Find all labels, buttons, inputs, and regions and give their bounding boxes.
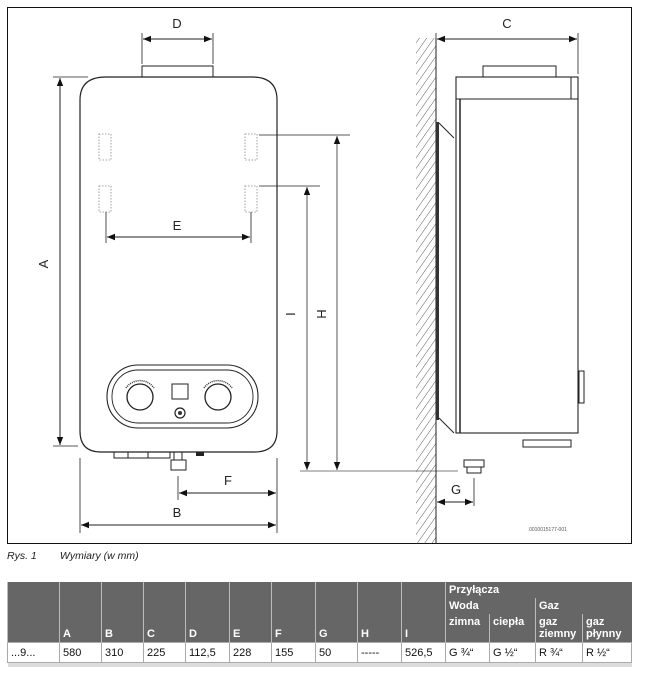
mount-slot: [98, 133, 112, 161]
cell-b: 310: [101, 642, 144, 663]
dimension-label-i: I: [283, 312, 298, 316]
drawing-code: 0010015177-001: [529, 527, 567, 533]
temperature-knob: [126, 383, 154, 411]
col-header-b: B: [101, 582, 144, 643]
technical-drawing: D A E H I F: [36, 16, 585, 544]
cell-model: ...9...: [7, 642, 60, 663]
cell-h: -----: [357, 642, 402, 663]
mount-slot: [244, 133, 258, 161]
dimension-label-f: F: [224, 473, 232, 488]
caption-text: Wymiary (w mm): [59, 550, 139, 562]
col-header-i: I: [401, 582, 446, 643]
cell-a: 580: [59, 642, 102, 663]
col-header-hot-water: ciepła: [489, 614, 536, 643]
heater-body-front: [79, 76, 278, 453]
mount-slot: [98, 185, 112, 213]
cell-d: 112,5: [185, 642, 230, 663]
bottom-fittings-side: [522, 439, 572, 448]
cell-c: 225: [143, 642, 186, 663]
table-row-partial: [7, 662, 632, 667]
dimension-label-h: H: [314, 309, 329, 318]
front-view: D A E H I F: [36, 16, 458, 533]
wall-hatching: [416, 38, 436, 544]
col-header-g: G: [315, 582, 358, 643]
cell-cold-water: G ¾“: [445, 642, 490, 663]
cell-natural-gas: R ¾“: [535, 642, 583, 663]
flue-outlet-side: [482, 65, 557, 78]
heater-body-side: [455, 76, 579, 434]
flow-knob: [204, 383, 232, 411]
display-window: [171, 383, 189, 400]
caption-number: Rys. 1: [7, 550, 37, 562]
cell-f: 155: [271, 642, 316, 663]
control-panel: [106, 364, 259, 429]
dimension-label-g: G: [451, 482, 461, 497]
dimension-label-c: C: [502, 16, 511, 31]
dimensions-table: A B C D E F G H I Przyłącza Woda Gaz zim…: [7, 582, 632, 667]
dimension-label-b: B: [173, 505, 182, 520]
col-header-model: [7, 582, 60, 643]
cell-e: 228: [229, 642, 272, 663]
side-view: C G 0010015177-001: [416, 16, 585, 544]
col-header-f: F: [271, 582, 316, 643]
group-header-connections: Przyłącza: [445, 582, 632, 598]
bottom-fittings-front: [113, 451, 204, 471]
col-header-lpg: gaz płynny: [582, 614, 632, 643]
col-header-c: C: [143, 582, 186, 643]
dimension-drawing: D A E H I F: [7, 7, 632, 544]
cell-lpg: R ½“: [582, 642, 632, 663]
mounting-bracket: [436, 122, 439, 420]
power-button: [174, 407, 186, 419]
figure-caption: Rys. 1 Wymiary (w mm): [7, 550, 139, 562]
col-header-d: D: [185, 582, 230, 643]
col-header-cold-water: zimna: [445, 614, 490, 643]
flue-outlet-front: [141, 65, 214, 78]
dimension-label-a: A: [36, 259, 51, 268]
cell-i: 526,5: [401, 642, 446, 663]
col-header-natural-gas: gaz ziemny: [535, 614, 583, 643]
cell-hot-water: G ½“: [489, 642, 536, 663]
subgroup-header-water: Woda: [445, 598, 536, 614]
mount-slot: [244, 185, 258, 213]
table-row: ...9... 580 310 225 112,5 228 155 50 ---…: [7, 642, 632, 663]
dimension-label-d: D: [172, 16, 181, 31]
col-header-a: A: [59, 582, 102, 643]
col-header-e: E: [229, 582, 272, 643]
cell-g: 50: [315, 642, 358, 663]
dimension-label-e: E: [173, 218, 182, 233]
subgroup-header-gas: Gaz: [535, 598, 632, 614]
col-header-h: H: [357, 582, 402, 643]
